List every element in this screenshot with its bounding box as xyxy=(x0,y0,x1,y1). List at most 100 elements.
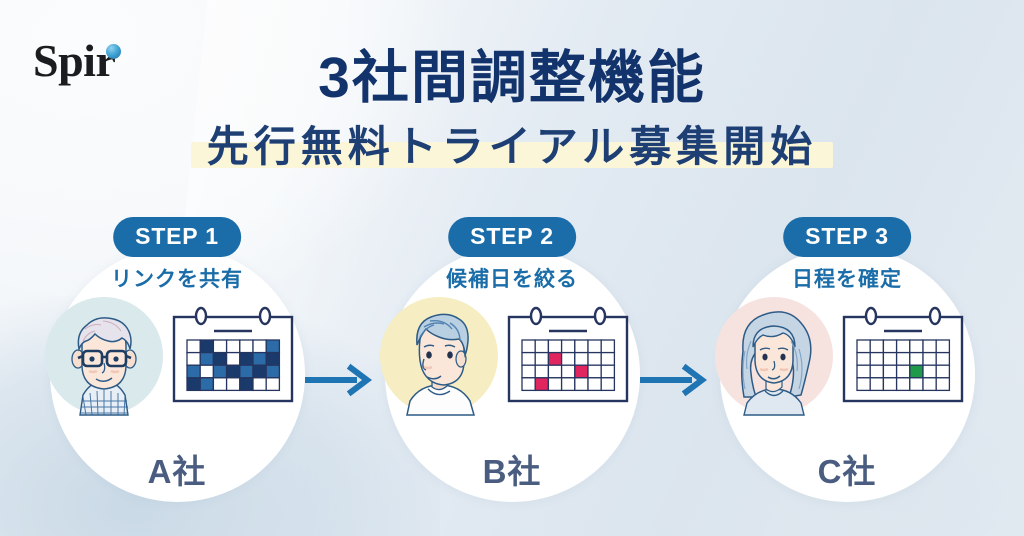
calendar-cell xyxy=(882,339,898,354)
step-badge-3: STEP 3 xyxy=(783,217,911,257)
arrow-right-icon-2 xyxy=(640,363,707,397)
calendar-cell xyxy=(265,377,281,392)
calendar-cell xyxy=(935,377,951,392)
calendar-cell xyxy=(935,339,951,354)
calendar-cell xyxy=(882,377,898,392)
calendar-many-slots-icon xyxy=(172,306,294,403)
calendar-three-candidates-icon xyxy=(507,306,629,403)
calendar-cell xyxy=(212,339,228,354)
calendar-cell xyxy=(869,377,885,392)
step-label-3: 日程を確定 xyxy=(792,268,902,291)
calendar-cell xyxy=(895,351,911,366)
calendar-cell xyxy=(560,351,576,366)
calendar-cell xyxy=(534,351,550,366)
calendar-cell xyxy=(560,339,576,354)
calendar-cell xyxy=(895,364,911,379)
calendar-cell xyxy=(574,377,589,392)
calendar-cell xyxy=(265,339,281,354)
subtitle-highlight-bar xyxy=(190,141,834,168)
calendar-cell xyxy=(922,364,937,379)
calendar-cell xyxy=(587,351,602,366)
calendar-cell xyxy=(574,351,589,366)
calendar-cell xyxy=(895,377,911,392)
calendar-cell xyxy=(252,364,267,379)
calendar-cell xyxy=(587,339,602,354)
step-label-1: リンクを共有 xyxy=(111,268,243,291)
calendar-cell xyxy=(199,377,215,392)
arrow-right-icon-1 xyxy=(305,363,372,397)
calendar-cell xyxy=(212,364,228,379)
calendar-cell xyxy=(882,351,898,366)
calendar-cell xyxy=(547,339,563,354)
calendar-cell xyxy=(186,351,201,366)
company-label-2: B社 xyxy=(482,453,542,490)
calendar-cell xyxy=(560,377,576,392)
brand-logo[interactable]: Spir xyxy=(33,35,121,86)
gradient-dot-icon xyxy=(106,44,121,59)
calendar-cell xyxy=(856,364,871,379)
step-label-2: 候補日を絞る xyxy=(446,268,578,291)
calendar-cell xyxy=(239,339,254,354)
calendar-cell xyxy=(265,364,281,379)
calendar-cell xyxy=(212,351,228,366)
company-label-3: C社 xyxy=(817,453,877,490)
step-badge-2: STEP 2 xyxy=(448,217,576,257)
calendar-cell xyxy=(600,364,616,379)
calendar-cell xyxy=(252,339,267,354)
calendar-cell xyxy=(587,364,602,379)
calendar-cell xyxy=(895,339,911,354)
calendar-cell xyxy=(534,377,550,392)
calendar-cell xyxy=(909,339,924,354)
calendar-cell xyxy=(922,377,937,392)
calendar-cell xyxy=(199,351,215,366)
brand-logo-text: Spir xyxy=(33,35,116,86)
calendar-cell xyxy=(600,339,616,354)
calendar-cell xyxy=(534,339,550,354)
step-card-1[interactable]: STEP 1 リンクを共有 xyxy=(27,205,327,536)
calendar-cell xyxy=(265,351,281,366)
calendar-cell xyxy=(239,377,254,392)
person-blue-hair-avatar-icon xyxy=(380,297,498,416)
calendar-cell xyxy=(199,339,215,354)
calendar-confirmed-icon xyxy=(842,306,964,403)
calendar-cell xyxy=(547,364,563,379)
calendar-cell xyxy=(922,339,937,354)
steps-row: STEP 1 リンクを共有 xyxy=(0,205,1024,536)
calendar-cell xyxy=(199,364,215,379)
calendar-cell xyxy=(239,364,254,379)
person-glasses-avatar-icon xyxy=(45,297,163,416)
calendar-cell xyxy=(521,351,536,366)
step-card-2[interactable]: STEP 2 候補日を絞る xyxy=(362,205,662,536)
calendar-cell xyxy=(574,364,589,379)
calendar-cell xyxy=(547,377,563,392)
calendar-cell xyxy=(225,364,241,379)
calendar-cell xyxy=(856,351,871,366)
calendar-cell xyxy=(909,364,924,379)
calendar-cell xyxy=(252,377,267,392)
calendar-cell xyxy=(935,364,951,379)
calendar-cell xyxy=(909,377,924,392)
calendar-cell xyxy=(922,351,937,366)
calendar-cell xyxy=(521,377,536,392)
step-card-3[interactable]: STEP 3 日程を確定 xyxy=(697,205,997,536)
calendar-cell xyxy=(856,377,871,392)
calendar-cell xyxy=(869,351,885,366)
calendar-cell xyxy=(225,339,241,354)
calendar-cell xyxy=(252,351,267,366)
step-illustration-1 xyxy=(45,297,310,427)
calendar-cell xyxy=(521,339,536,354)
calendar-cell xyxy=(239,351,254,366)
calendar-cell xyxy=(186,339,201,354)
calendar-cell xyxy=(534,364,550,379)
calendar-cell xyxy=(600,377,616,392)
calendar-cell xyxy=(574,339,589,354)
calendar-cell xyxy=(882,364,898,379)
calendar-cell xyxy=(547,351,563,366)
person-long-hair-avatar-icon xyxy=(715,297,833,416)
step-badge-1: STEP 1 xyxy=(113,217,241,257)
calendar-cell xyxy=(909,351,924,366)
calendar-cell xyxy=(521,364,536,379)
calendar-cell xyxy=(600,351,616,366)
calendar-cell xyxy=(869,339,885,354)
headline-block: 3社間調整機能 先行無料トライアル募集開始 xyxy=(0,47,1024,170)
